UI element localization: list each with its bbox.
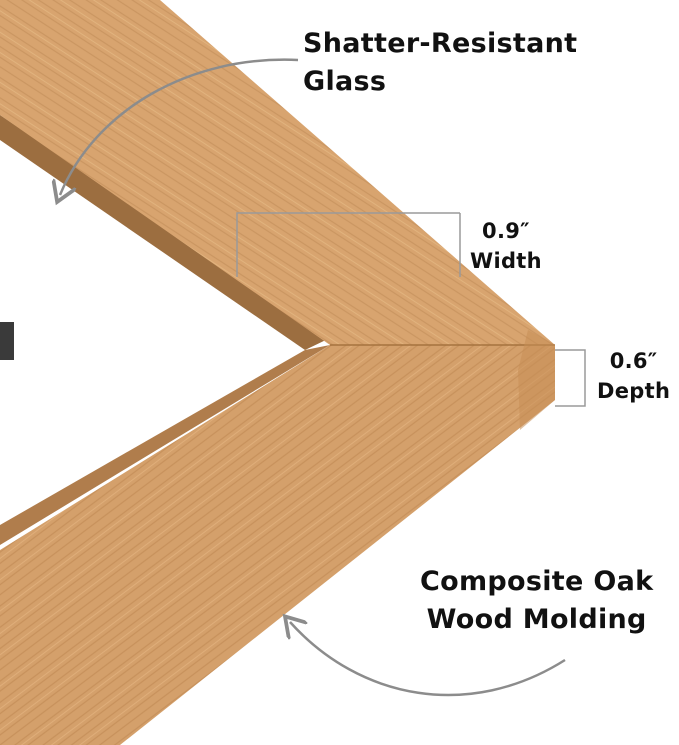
depth-dimension-bracket (555, 349, 586, 407)
width-callout: 0.9″ Width (470, 216, 542, 276)
frame-inner-edge-top (0, 115, 330, 350)
frame-outer-edge (518, 330, 555, 430)
width-dimension-bracket (236, 212, 461, 277)
glass-callout-line1: Shatter-Resistant (303, 28, 578, 59)
molding-callout: Composite Oak Wood Molding (420, 563, 653, 639)
frame-rail-top (0, 0, 555, 345)
glass-callout-line2: Glass (303, 66, 387, 97)
glass-callout: Shatter-Resistant Glass (303, 25, 577, 101)
depth-label: Depth (597, 379, 671, 403)
depth-callout: 0.6″ Depth (597, 346, 670, 406)
photo-corner (0, 322, 14, 360)
molding-callout-line1: Composite Oak (420, 566, 654, 597)
frame-inner-edge-bottom (0, 345, 330, 545)
molding-arrow (290, 622, 566, 697)
frame-rail-bottom (0, 345, 555, 745)
glass-arrow (60, 58, 299, 195)
molding-callout-line2: Wood Molding (426, 604, 647, 635)
width-value: 0.9″ (482, 219, 530, 243)
width-label: Width (470, 249, 542, 273)
depth-value: 0.6″ (609, 349, 658, 373)
